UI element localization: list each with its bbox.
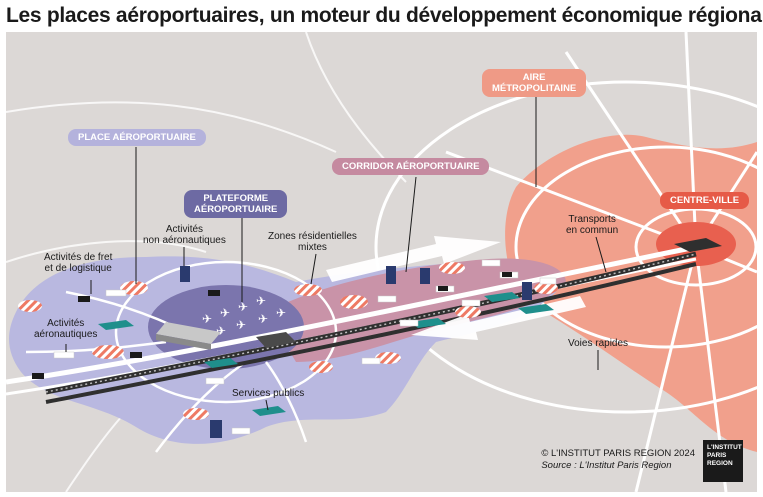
- svg-text:✈: ✈: [258, 312, 268, 326]
- svg-text:✈: ✈: [202, 312, 212, 326]
- airport-terminal: [156, 322, 296, 350]
- zone-label-aire-metropolitaine: AIRE MÉTROPOLITAINE: [482, 69, 587, 97]
- label-activites-non-aeronautiques: Activités non aéronautiques: [143, 224, 226, 246]
- zone-label-place-aeroportuaire: PLACE AÉROPORTUAIRE: [68, 129, 206, 146]
- svg-text:✈: ✈: [236, 318, 246, 332]
- zone-label-plateforme-aeroportuaire: PLATEFORME AÉROPORTUAIRE: [184, 190, 288, 218]
- zone-label-corridor-aeroportuaire: CORRIDOR AÉROPORTUAIRE: [332, 158, 490, 175]
- label-voies-rapides: Voies rapides: [568, 338, 629, 349]
- label-fret-logistique: Activités de fret et de logistique: [44, 252, 113, 274]
- rail-line: [45, 251, 697, 404]
- label-activites-aeronautiques: Activités aéronautiques: [34, 318, 98, 340]
- institut-logo: L'INSTITUT PARIS REGION: [703, 440, 743, 482]
- copyright-text: © L'INSTITUT PARIS REGION 2024: [541, 448, 695, 459]
- svg-text:✈: ✈: [220, 306, 230, 320]
- svg-text:✈: ✈: [276, 306, 286, 320]
- truck-icons: [32, 272, 512, 379]
- page-title: Les places aéroportuaires, un moteur du …: [6, 4, 763, 27]
- corridor-aeroportuaire-zone: [266, 258, 566, 362]
- svg-text:✈: ✈: [216, 324, 226, 338]
- residential-hatched-zones: [18, 262, 558, 420]
- label-services-publics: Services publics: [232, 388, 305, 399]
- diagram-canvas: ✈ ✈ ✈ ✈ ✈ ✈ ✈ ✈: [5, 31, 763, 493]
- diagram-map: ✈ ✈ ✈ ✈ ✈ ✈ ✈ ✈: [5, 31, 763, 493]
- label-zones-residentielles: Zones résidentielles mixtes: [268, 231, 357, 253]
- centre-ville-building: [674, 238, 722, 252]
- buildings-navy: [180, 266, 532, 438]
- buildings-teal: [98, 292, 554, 416]
- svg-text:✈: ✈: [238, 300, 248, 314]
- svg-text:✈: ✈: [256, 294, 266, 308]
- flow-arrow-inbound: [326, 236, 501, 282]
- aircraft-icons: ✈ ✈ ✈ ✈ ✈ ✈ ✈ ✈: [202, 294, 286, 338]
- label-transports-en-commun: Transports en commun: [566, 214, 619, 236]
- source-text: Source : L'Institut Paris Region: [541, 460, 672, 471]
- ring-roads: [374, 80, 763, 414]
- credit-block: © L'INSTITUT PARIS REGION 2024 Source : …: [541, 448, 695, 472]
- callout-lines: [65, 97, 607, 411]
- zone-label-centre-ville: CENTRE-VILLE: [660, 192, 750, 209]
